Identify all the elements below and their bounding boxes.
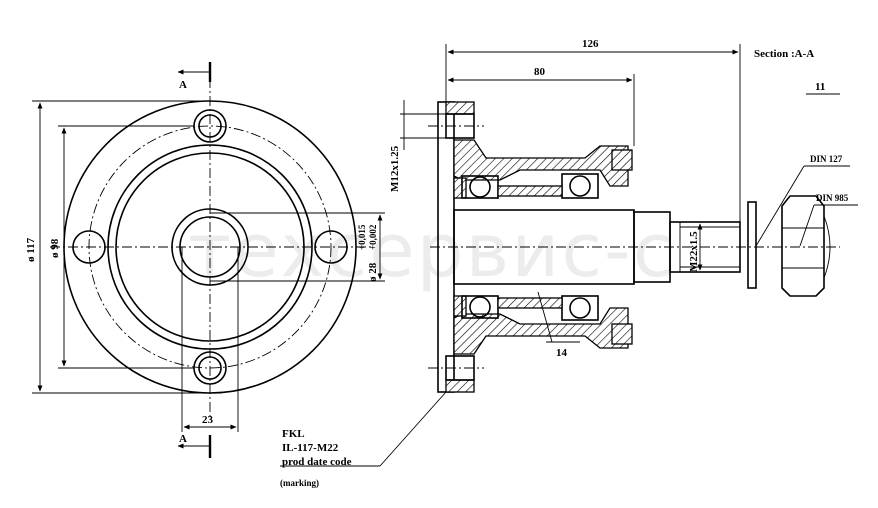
bearing-ball-right-lower (569, 297, 591, 319)
leader-din127 (755, 165, 805, 247)
dim-outer-diameter: ø 117 (25, 237, 37, 262)
bearing-outer-right-lower (561, 295, 599, 321)
seal-cap-lower (611, 323, 633, 345)
flange-upper-hatch (445, 101, 475, 115)
bolt-hole-upper-section (445, 113, 475, 139)
hub-body-upper (453, 139, 629, 187)
dim-bore: ø 28 (367, 262, 379, 282)
cut-label-bottom: A (179, 433, 187, 445)
label-bearing-ref: 14 (556, 347, 568, 359)
spring-washer (747, 201, 757, 289)
seal-inner-upper (453, 177, 467, 199)
nut-insert (823, 215, 831, 279)
bearing-outer-right-upper (561, 173, 599, 199)
lock-nut (781, 195, 825, 297)
dim-overall-length: 126 (582, 38, 599, 50)
dim-hub-length: 80 (534, 66, 546, 78)
spacer-lower (497, 297, 563, 309)
dim-hub-width: 23 (202, 414, 214, 426)
marking-callout: FKL IL-117-M22 prod date code (marking) (280, 391, 447, 488)
spacer-upper (497, 185, 563, 197)
section-number: 11 (815, 81, 825, 93)
dim-bolt-circle: ø 98 (49, 238, 61, 258)
bearing-ball-left-upper (469, 176, 491, 198)
bearing-ball-left-lower (469, 296, 491, 318)
section-title: Section :A-A (754, 48, 814, 60)
dim-axle-thread: M22x1.5 (688, 231, 700, 272)
label-washer-std: DIN 127 (810, 154, 843, 164)
marking-line-2: IL-117-M22 (282, 442, 339, 454)
section-view: 126 80 M12x1.25 M22x1.5 DIN 127 DIN 985 … (389, 38, 858, 393)
dim-flange-thread: M12x1.25 (389, 145, 401, 192)
label-nut-std: DIN 985 (816, 193, 849, 203)
leader-din985 (799, 204, 815, 247)
dim-bore-tol-upper: +0,015 (357, 224, 367, 250)
leader-bearing (537, 291, 553, 343)
marking-line-1: FKL (282, 428, 305, 440)
bolt-hole-lower-section (445, 355, 475, 381)
marking-line-3: prod date code (282, 456, 352, 468)
bearing-ball-right-upper (569, 175, 591, 197)
hub-body-lower (453, 307, 629, 355)
marking-label: (marking) (280, 478, 319, 488)
front-view: A A ø 117 ø 98 ø 28 +0,015 +0,002 23 (25, 62, 385, 458)
flange-lower-hatch (445, 379, 475, 393)
dim-bore-tol-lower: +0,002 (368, 224, 378, 250)
seal-inner-lower (453, 295, 467, 317)
seal-cap-upper (611, 149, 633, 171)
marking-leader (379, 391, 447, 467)
watermark-text: техсервис-с (188, 208, 675, 294)
cut-label-top: A (179, 79, 187, 91)
